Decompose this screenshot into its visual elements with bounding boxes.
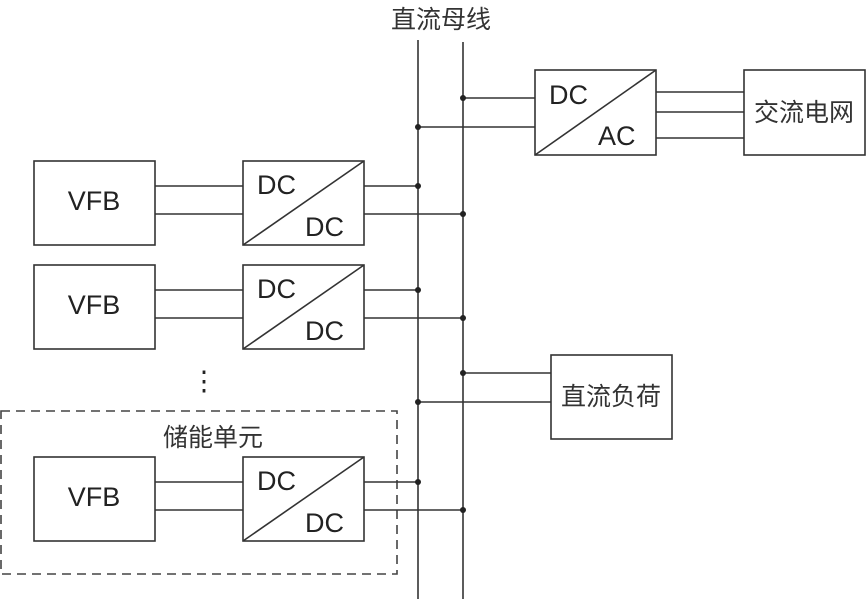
converter-diagonal (242, 264, 365, 350)
converter-input-label: DC (257, 274, 296, 304)
ac-grid-box (743, 69, 866, 156)
junction-dot (415, 183, 421, 189)
vfb-label: VFB (68, 186, 121, 216)
vfb-label: VFB (68, 290, 121, 320)
dc-load-branch: 直流负荷 (415, 354, 673, 440)
junction-dot (460, 315, 466, 321)
converter-diagonal (242, 456, 365, 542)
converter-diagonal (242, 160, 365, 246)
storage-unit-3: VFB DC DC (33, 456, 466, 542)
storage-group-label: 储能单元 (163, 423, 263, 452)
junction-dot (460, 507, 466, 513)
dc-load-box (550, 354, 673, 440)
converter-input-label: DC (257, 466, 296, 496)
converter-input-label: DC (549, 80, 588, 110)
junction-dot (415, 287, 421, 293)
junction-dot (415, 479, 421, 485)
dc-ac-converter: DC AC (534, 69, 657, 156)
converter-output-label: AC (598, 121, 636, 151)
converter-input-label: DC (257, 170, 296, 200)
vfb-battery-box (33, 456, 156, 542)
junction-dot (460, 211, 466, 217)
grid-branch: DC AC 交流电网 (415, 69, 866, 156)
vfb-label: VFB (68, 482, 121, 512)
vfb-battery-box (33, 160, 156, 246)
junction-dot (460, 95, 466, 101)
bus-label: 直流母线 (391, 5, 491, 34)
junction-dot (460, 370, 466, 376)
ellipsis: ⋮ (191, 366, 218, 396)
converter-output-label: DC (305, 212, 344, 242)
ac-grid-label: 交流电网 (754, 98, 854, 127)
storage-group-boundary (0, 410, 398, 575)
converter-output-label: DC (305, 316, 344, 346)
junction-dot (415, 124, 421, 130)
junction-dot (415, 399, 421, 405)
converter-output-label: DC (305, 508, 344, 538)
storage-unit-1: VFB DC DC (33, 160, 466, 246)
storage-unit-2: VFB DC DC (33, 264, 466, 350)
converter-diagonal (534, 69, 657, 156)
dc-load-label: 直流负荷 (561, 382, 661, 411)
vfb-battery-box (33, 264, 156, 350)
